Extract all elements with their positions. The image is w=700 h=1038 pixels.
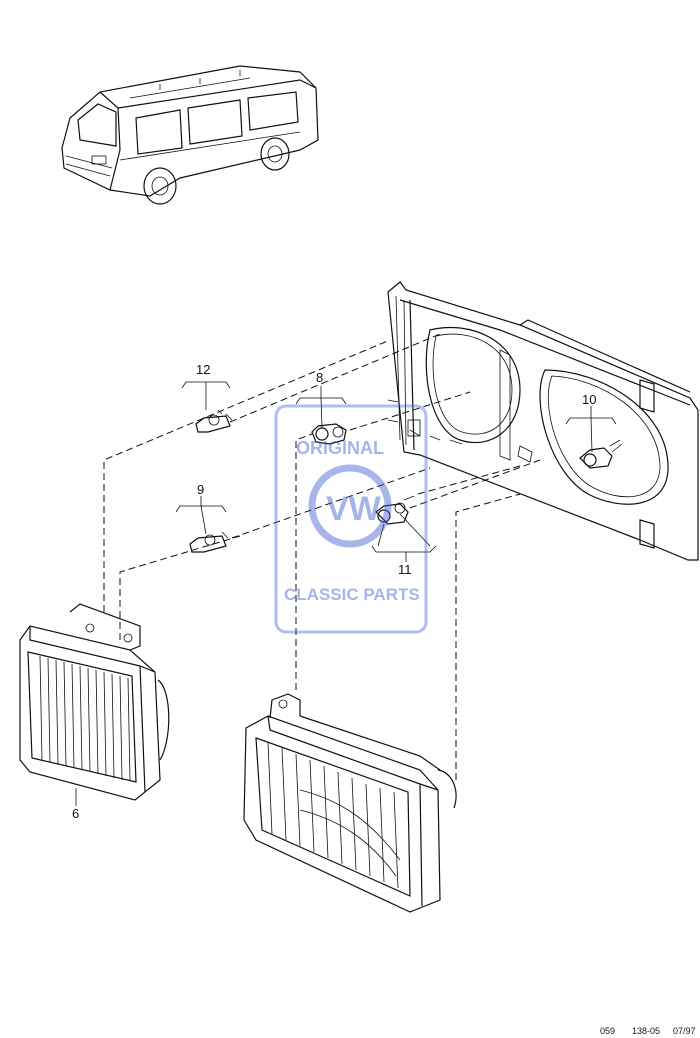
bulb-9 <box>189 531 229 553</box>
svg-text:ORIGINAL: ORIGINAL <box>296 438 384 458</box>
assembly-guide-lines <box>103 333 541 780</box>
part-label-11: 11 <box>398 562 412 577</box>
fog-light-assembly <box>19 603 170 801</box>
part-label-6: 6 <box>72 806 79 821</box>
svg-text:VW: VW <box>326 490 382 528</box>
main-headlight-insert <box>243 693 457 913</box>
part-label-12: 12 <box>196 362 210 377</box>
footer-date: 07/97 <box>673 1026 696 1036</box>
bulb-12 <box>195 409 233 433</box>
bulb-11 <box>375 495 415 525</box>
label-leaders <box>75 381 617 806</box>
van-illustration <box>61 65 319 205</box>
headlight-frame <box>387 281 699 561</box>
bulb-10 <box>579 439 623 469</box>
svg-text:CLASSIC PARTS: CLASSIC PARTS <box>284 585 420 604</box>
bulb-8 <box>311 423 347 445</box>
part-label-9: 9 <box>197 482 204 497</box>
footer-code-2: 138-05 <box>632 1026 660 1036</box>
part-label-8: 8 <box>316 370 323 385</box>
footer-code-1: 059 <box>600 1026 615 1036</box>
vw-classic-parts-watermark: ORIGINAL VW CLASSIC PARTS <box>274 404 428 634</box>
part-label-10: 10 <box>582 392 596 407</box>
